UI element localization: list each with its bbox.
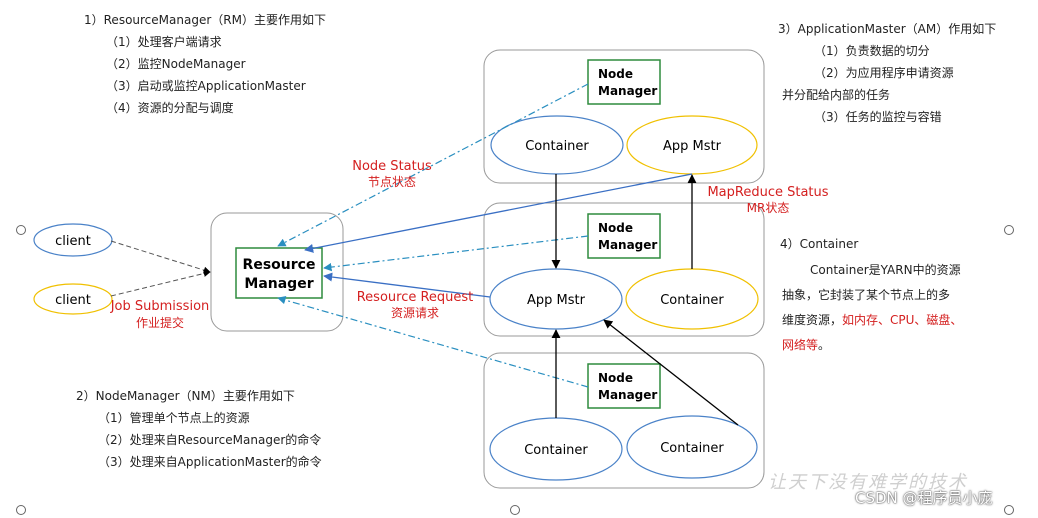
label-resource-request-zh: 资源请求 <box>391 306 439 320</box>
app-master-middle-label: App Mstr <box>527 293 586 308</box>
rm-notes-item: （1）处理客户端请求 <box>106 35 222 49</box>
container-top-label: Container <box>525 139 589 154</box>
app-master-top-label: App Mstr <box>663 139 722 154</box>
rm-notes-item: （2）监控NodeManager <box>106 57 246 71</box>
am-notes-item: （2）为应用程序申请资源 <box>814 66 954 80</box>
edge-container-bottom-right-to-am-middle <box>603 319 739 426</box>
node-manager-middle <box>587 213 661 259</box>
am-notes-item: （1）负责数据的切分 <box>814 44 930 58</box>
am-notes-title: 3）ApplicationMaster（AM）作用如下 <box>778 22 997 36</box>
client-top <box>33 223 113 257</box>
label-resource-request-en: Resource Request <box>357 290 474 305</box>
nm-notes-item: （2）处理来自ResourceManager的命令 <box>98 433 322 447</box>
resource-manager-label-2: Manager <box>244 276 313 292</box>
node-manager-top <box>587 59 661 105</box>
container-notes-highlight-2: 网络等 <box>782 338 819 352</box>
node-manager-middle-label-2: Manager <box>598 238 657 252</box>
container-bottom-right <box>626 415 758 479</box>
label-node-status-en: Node Status <box>352 159 432 174</box>
node-manager-top-label-2: Manager <box>598 84 657 98</box>
nm-notes: 2）NodeManager（NM）主要作用如下 （1）管理单个节点上的资源 （2… <box>76 385 322 473</box>
node-box-bottom <box>483 352 765 489</box>
container-notes-line: 维度资源， <box>782 313 843 327</box>
nm-notes-title: 2）NodeManager（NM）主要作用如下 <box>76 389 295 403</box>
client-bottom <box>33 283 113 315</box>
node-manager-top-label-1: Node <box>598 67 633 81</box>
handle-bottom-right <box>1004 505 1014 515</box>
csdn-watermark: CSDN @程序员小庞 <box>855 489 993 507</box>
container-notes-title: 4）Container <box>780 233 858 255</box>
edge-am-top-to-rm <box>304 173 693 253</box>
edge-client-bottom-to-rm <box>110 270 211 297</box>
nm-notes-item: （1）管理单个节点上的资源 <box>98 411 250 425</box>
container-notes-highlight: 如内存、CPU、磁盘、 <box>842 313 963 327</box>
node-box-top <box>483 49 765 184</box>
node-manager-middle-label-1: Node <box>598 221 633 235</box>
client-bottom-label: client <box>55 293 91 308</box>
am-notes-item: （3）任务的监控与容错 <box>814 110 942 124</box>
container-notes-body: Container是YARN中的资源 抽象，它封装了某个节点上的多 维度资源，如… <box>782 258 1002 358</box>
am-notes-item: 并分配给内部的任务 <box>782 88 891 102</box>
edge-client-top-to-rm <box>110 240 211 274</box>
edge-am-middle-to-rm <box>323 272 491 298</box>
nm-notes-item: （3）处理来自ApplicationMaster的命令 <box>98 455 322 469</box>
rm-notes-title: 1）ResourceManager（RM）主要作用如下 <box>84 13 326 27</box>
edge-nm-middle-to-rm <box>323 235 589 272</box>
faint-watermark: 让天下没有难学的技术 <box>768 472 968 493</box>
handle-bottom-left <box>16 505 26 515</box>
handle-bottom-middle <box>510 505 520 515</box>
container-bottom-left-label: Container <box>524 443 588 458</box>
app-master-middle <box>489 268 623 330</box>
label-job-submission-zh: 作业提交 <box>136 315 184 330</box>
rm-notes-item: （4）资源的分配与调度 <box>106 101 234 115</box>
handle-right <box>1004 225 1014 235</box>
label-node-status-zh: 节点状态 <box>368 175 416 189</box>
node-manager-bottom-label-1: Node <box>598 371 633 385</box>
container-notes-end: 。 <box>818 338 831 352</box>
edge-nm-bottom-to-rm <box>277 296 589 388</box>
node-manager-bottom-label-2: Manager <box>598 388 657 402</box>
edge-nm-top-to-rm <box>277 83 589 247</box>
container-notes-title-text: 4）Container <box>780 237 859 251</box>
client-top-label: client <box>55 234 91 249</box>
rm-notes-item: （3）启动或监控ApplicationMaster <box>106 79 306 93</box>
resource-manager-label-1: Resource <box>243 257 316 273</box>
container-notes-line: Container是YARN中的资源 <box>810 263 961 277</box>
resource-manager-node <box>235 247 323 299</box>
label-job-submission-en: Job Submission <box>110 299 210 314</box>
node-manager-bottom <box>587 363 661 409</box>
am-notes: 3）ApplicationMaster（AM）作用如下 （1）负责数据的切分 （… <box>778 18 996 128</box>
rm-notes: 1）ResourceManager（RM）主要作用如下 （1）处理客户端请求 （… <box>84 9 326 119</box>
handle-left <box>16 225 26 235</box>
label-mapreduce-status-zh: MR状态 <box>747 201 790 215</box>
container-top <box>490 115 624 175</box>
container-notes-line: 抽象，它封装了某个节点上的多 <box>782 288 951 302</box>
label-mapreduce-status-en: MapReduce Status <box>707 185 828 200</box>
container-bottom-right-label: Container <box>660 441 724 456</box>
rm-node-box <box>210 212 344 332</box>
container-middle-label: Container <box>660 293 724 308</box>
